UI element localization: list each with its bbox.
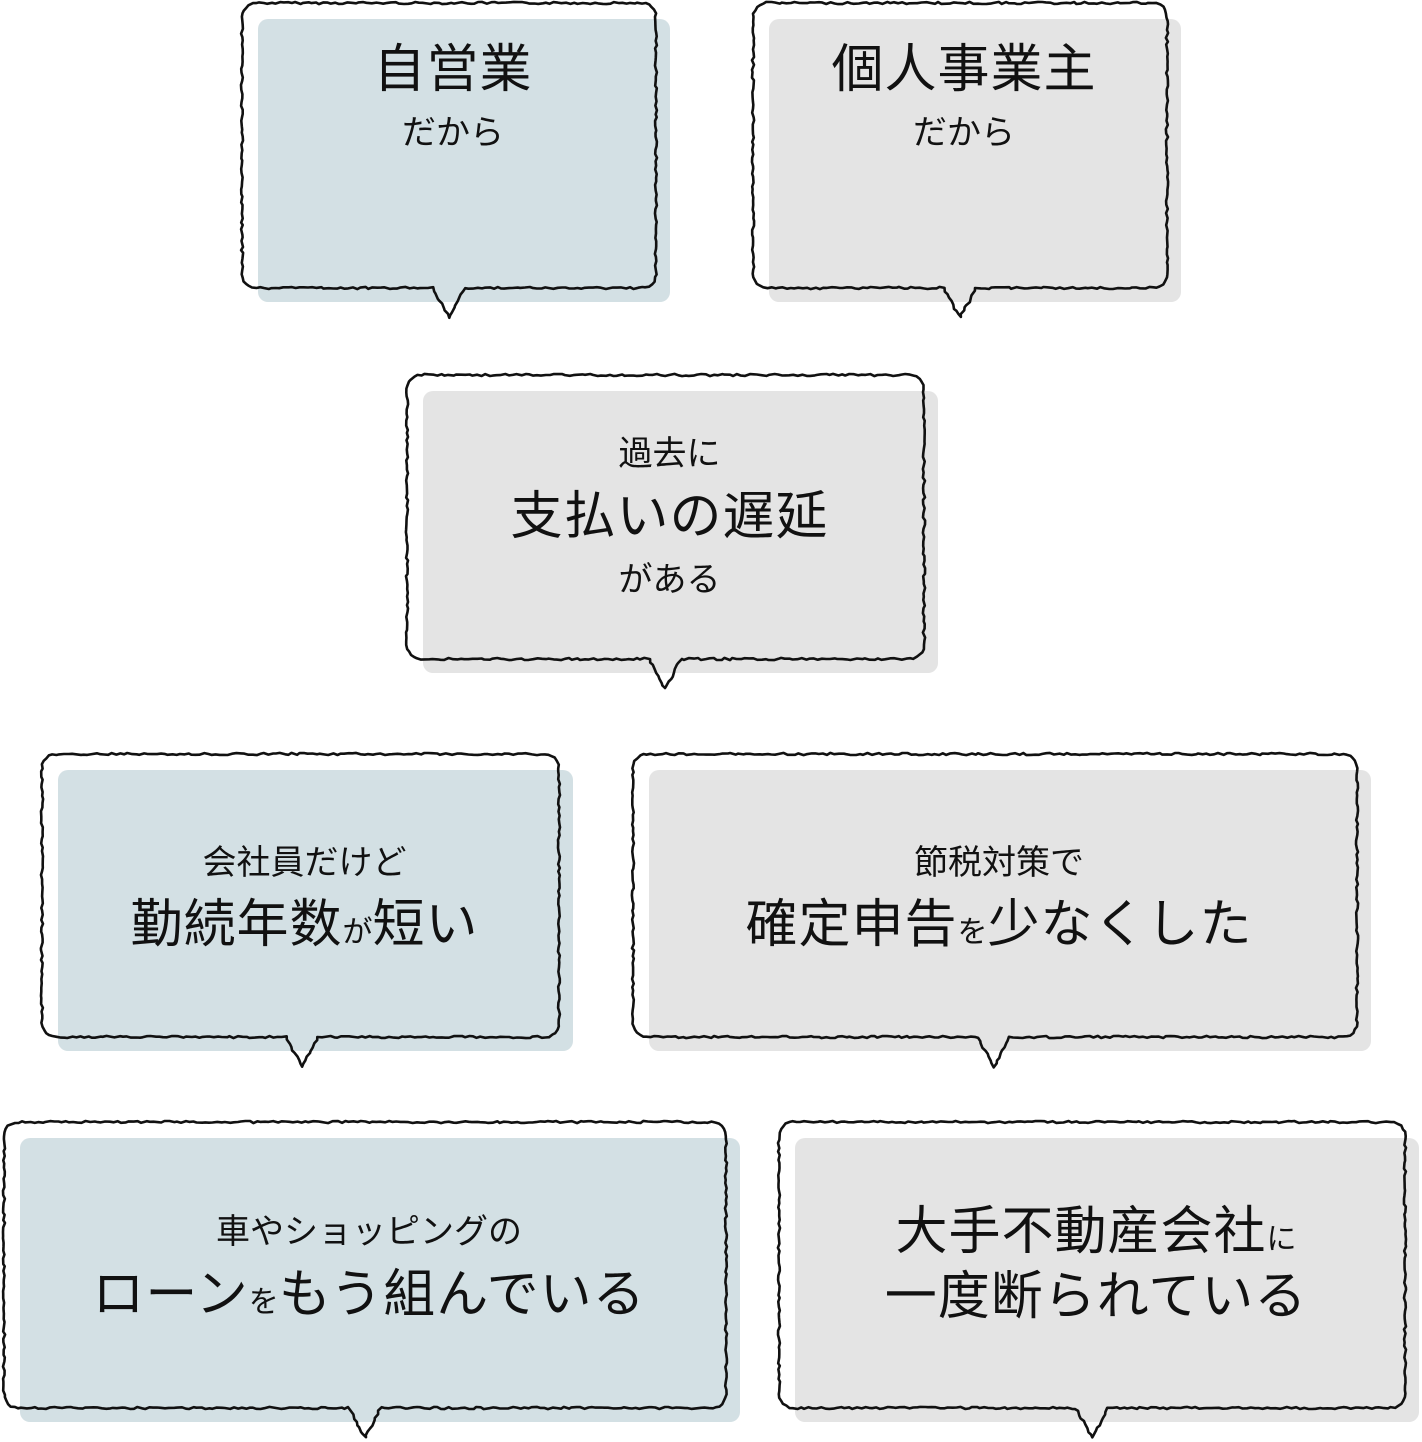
bubble-line: だから: [913, 113, 1015, 154]
bubble-text: 車やショッピングのローンをもう組んでいる: [12, 1122, 726, 1408]
bubble-text: 個人事業主だから: [761, 3, 1167, 198]
bubble-line: 勤続年数が短い: [130, 893, 478, 958]
bubble-outline-path: [750, 0, 1170, 319]
caption-text: がある: [618, 559, 721, 600]
caption-text: を: [957, 915, 988, 951]
bubble-fill: [769, 19, 1181, 302]
caption-text: に: [1266, 1222, 1297, 1257]
bubble-fill: [58, 770, 573, 1051]
bubble-line: がある: [619, 560, 721, 601]
bubble-outline-path: [39, 751, 562, 1068]
emphasis-text: 勤続年数: [130, 895, 343, 956]
bubble-line: 車やショッピングの: [216, 1212, 522, 1253]
bubble-self-employed: 自営業だから: [239, 0, 670, 320]
bubble-text: 大手不動産会社に一度断られている: [787, 1122, 1405, 1408]
emphasis-text: 自営業: [373, 39, 533, 100]
bubble-text: 自営業だから: [250, 3, 656, 198]
bubble-line: 一度断られている: [885, 1265, 1307, 1330]
emphasis-text: 確定申告: [745, 895, 958, 956]
bubble-rejected-before: 大手不動産会社に一度断られている: [776, 1119, 1419, 1439]
bubble-fill: [258, 19, 670, 302]
bubble-short-employment: 会社員だけど勤続年数が短い: [39, 751, 573, 1068]
bubble-outline-path: [239, 0, 659, 320]
bubble-text: 会社員だけど勤続年数が短い: [50, 754, 559, 1037]
bubble-fill: [423, 391, 938, 673]
emphasis-text: 一度断られている: [884, 1267, 1308, 1327]
bubble-line: だから: [402, 113, 504, 154]
emphasis-text: ローン: [92, 1264, 249, 1325]
bubble-outline: [239, 0, 659, 320]
bubble-text: 過去に支払いの遅延がある: [415, 375, 924, 659]
bubble-tax-return: 節税対策で確定申告を少なくした: [630, 751, 1371, 1069]
caption-text: 節税対策で: [914, 842, 1084, 883]
bubble-outline: [1, 1119, 729, 1439]
caption-text: だから: [402, 112, 504, 153]
caption-text: だから: [913, 112, 1015, 153]
bubble-late-payment: 過去に支払いの遅延がある: [404, 372, 938, 690]
bubble-line: 大手不動産会社に: [895, 1200, 1296, 1265]
emphasis-text: 支払いの遅延: [510, 486, 829, 547]
bubble-outline: [750, 0, 1170, 319]
bubble-outline: [630, 751, 1360, 1069]
bubble-outline-path: [404, 372, 927, 690]
emphasis-text: 個人事業主: [831, 39, 1097, 100]
bubble-outline: [39, 751, 562, 1068]
emphasis-text: もう組んでいる: [278, 1264, 646, 1325]
bubble-line: 支払いの遅延: [510, 485, 828, 550]
bubble-line: 確定申告を少なくした: [745, 893, 1252, 958]
bubble-outline-path: [776, 1119, 1408, 1439]
bubble-line: 過去に: [619, 434, 721, 475]
bubble-existing-loan: 車やショッピングのローンをもう組んでいる: [1, 1119, 740, 1439]
bubble-line: 自営業: [373, 38, 532, 103]
emphasis-text: 大手不動産会社: [895, 1202, 1267, 1262]
caption-text: が: [342, 915, 373, 951]
bubble-line: 個人事業主: [831, 38, 1096, 103]
bubble-line: 会社員だけど: [203, 843, 407, 884]
bubble-fill: [20, 1138, 740, 1422]
bubble-sole-proprietor: 個人事業主だから: [750, 0, 1181, 319]
caption-text: 車やショッピングの: [216, 1212, 522, 1253]
bubble-outline: [776, 1119, 1408, 1439]
bubble-fill: [649, 770, 1371, 1051]
bubble-text: 節税対策で確定申告を少なくした: [641, 754, 1357, 1037]
bubble-outline-path: [1, 1119, 729, 1439]
bubble-line: 節税対策で: [914, 843, 1084, 884]
bubble-fill: [795, 1138, 1419, 1422]
bubble-outline: [404, 372, 927, 690]
caption-text: 過去に: [618, 433, 721, 474]
emphasis-text: 短い: [372, 895, 479, 956]
bubble-outline-path: [630, 751, 1360, 1069]
bubble-line: ローンをもう組んでいる: [92, 1263, 645, 1328]
caption-text: を: [248, 1284, 279, 1320]
emphasis-text: 少なくした: [987, 895, 1253, 956]
caption-text: 会社員だけど: [202, 842, 407, 883]
